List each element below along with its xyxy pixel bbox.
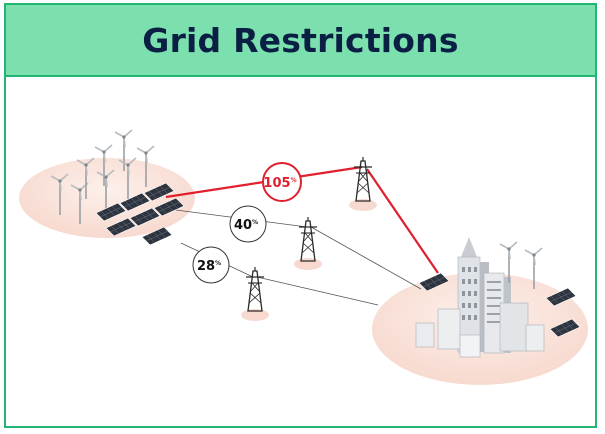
- load-value-105: 105: [263, 176, 290, 191]
- slide-frame: Grid Restrictions: [4, 3, 597, 428]
- load-unit-105: %: [291, 177, 297, 184]
- tower-base-north: [349, 199, 377, 211]
- load-badge-105: 105%: [262, 162, 302, 202]
- line-tower-middle-to-city: [310, 226, 422, 290]
- load-value-28: 28: [197, 259, 215, 274]
- load-unit-28: %: [215, 260, 221, 267]
- svg-text:105%: 105%: [263, 176, 296, 191]
- transmission-tower-icon: [353, 156, 373, 202]
- solar-wind-island: [19, 158, 195, 238]
- svg-text:28%: 28%: [197, 259, 221, 274]
- load-badge-40: 40%: [229, 205, 267, 243]
- tower-base-south: [241, 309, 269, 321]
- tower-base-middle: [294, 258, 322, 270]
- line-tower-north-to-city: [366, 168, 439, 274]
- svg-text:40%: 40%: [234, 218, 258, 233]
- transmission-tower-icon: [298, 216, 318, 262]
- load-unit-40: %: [252, 219, 258, 226]
- line-tower-south-to-city: [256, 276, 379, 306]
- transmission-tower-icon: [245, 266, 265, 312]
- load-badge-28: 28%: [192, 246, 230, 284]
- city-building-icon: [415, 302, 545, 358]
- load-value-40: 40: [234, 218, 252, 233]
- grid-diagram: 105% 40% 28%: [19, 129, 588, 385]
- header-bar: Grid Restrictions: [6, 5, 595, 77]
- slide-title: Grid Restrictions: [142, 20, 459, 60]
